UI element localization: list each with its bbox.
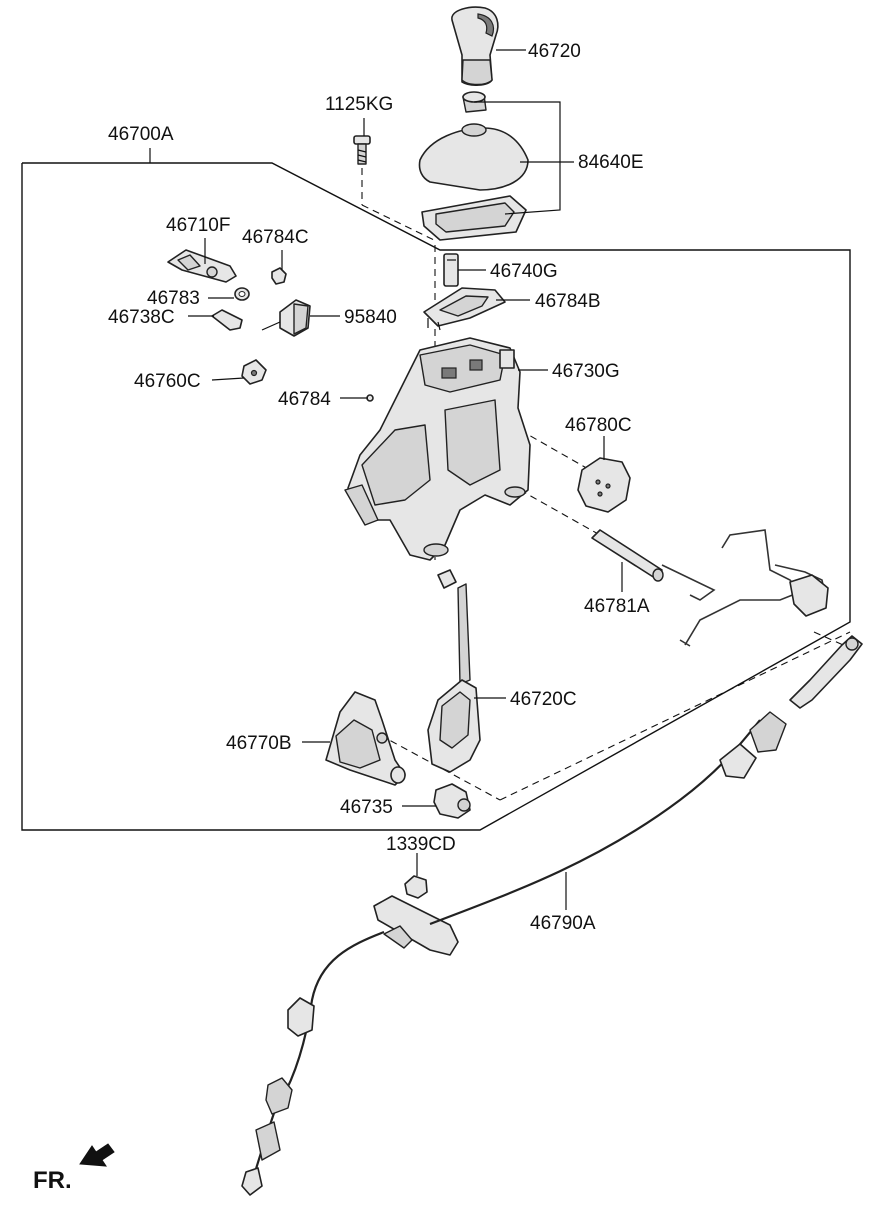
label-1339CD: 1339CD: [386, 834, 456, 855]
module-46780C: [577, 457, 631, 513]
solenoid-95840: [261, 299, 311, 337]
label-46720C: 46720C: [510, 689, 577, 710]
label-46735: 46735: [340, 797, 393, 818]
label-1125KG: 1125KG: [325, 94, 393, 115]
assembly-frame: [21, 148, 851, 831]
housing-46730G: [344, 337, 531, 561]
cable-46790A: [241, 635, 863, 1196]
label-46760C: 46760C: [134, 371, 201, 392]
boot-84640E: [418, 91, 529, 241]
label-46730G: 46730G: [552, 361, 620, 382]
nut-1339CD: [404, 875, 428, 899]
bracket-46735: [433, 783, 471, 819]
shift-knob-46720: [451, 6, 499, 86]
indicator-46740G: [443, 253, 459, 287]
label-46781A: 46781A: [584, 596, 650, 617]
bracket-46760C: [241, 359, 267, 385]
label-46783: 46783: [147, 288, 200, 309]
label-46720: 46720: [528, 41, 581, 62]
label-46784: 46784: [278, 389, 331, 410]
label-46700A: 46700A: [108, 124, 174, 145]
label-46780C: 46780C: [565, 415, 632, 436]
label-95840: 95840: [344, 307, 397, 328]
label-46740G: 46740G: [490, 261, 558, 282]
label-front: FR.: [33, 1167, 72, 1194]
label-46738C: 46738C: [108, 307, 175, 328]
label-46790A: 46790A: [530, 913, 596, 934]
label-46770B: 46770B: [226, 733, 292, 754]
cover-46784B: [423, 287, 506, 331]
label-46784B: 46784B: [535, 291, 601, 312]
spring-46783: [234, 287, 250, 301]
label-84640E: 84640E: [578, 152, 644, 173]
wire-harness: [679, 529, 829, 647]
label-46784C: 46784C: [242, 227, 309, 248]
part-labels: 46720 1125KG 84640E 46700A 46710F 46784C…: [33, 41, 650, 1194]
pin-46738C: [211, 309, 243, 331]
rod-46781A: [591, 529, 716, 601]
label-46710F: 46710F: [166, 215, 230, 236]
bracket-46770B: [325, 691, 406, 786]
shift-lever-46720C: [427, 569, 481, 773]
bolt-1125KG: [353, 135, 371, 165]
lever-46710F: [167, 249, 237, 283]
leader-lines: [188, 49, 623, 910]
clip-46784C: [271, 267, 287, 285]
front-arrow-icon: [79, 1143, 115, 1167]
